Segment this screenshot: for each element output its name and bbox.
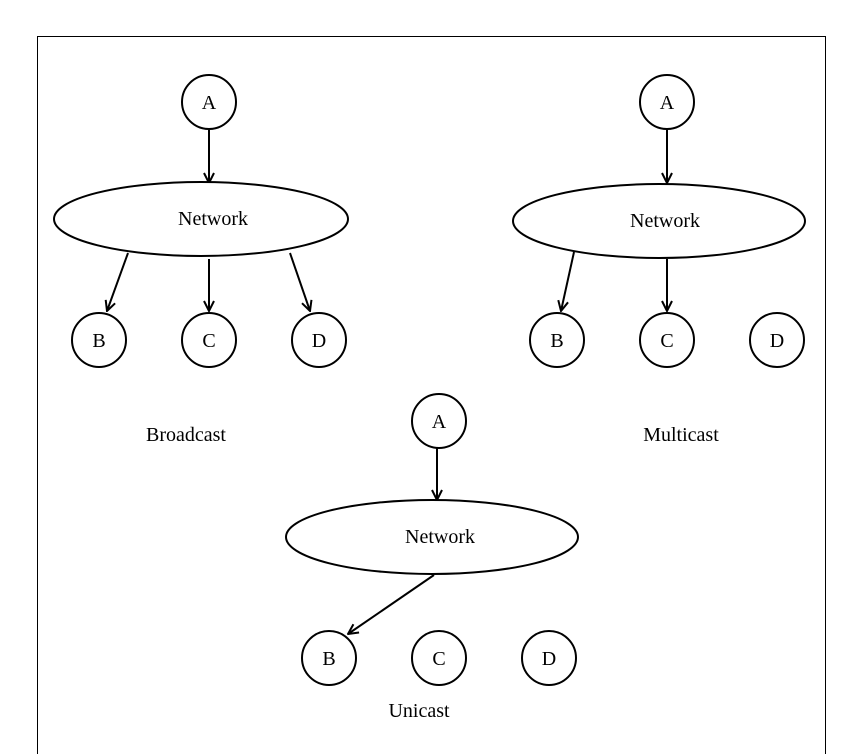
receiver-node-d: D	[291, 312, 347, 368]
receiver-node-label: D	[312, 330, 326, 352]
receiver-node-b: B	[71, 312, 127, 368]
receiver-node-label: C	[660, 330, 673, 352]
unicast-panel: A Network B C D Unicast	[285, 393, 579, 722]
source-node: A	[411, 393, 467, 449]
edge-network-to-d	[289, 252, 310, 311]
multicast-panel: A Network B C D Multicast	[512, 74, 806, 446]
receiver-node-c: C	[411, 630, 467, 686]
diagram-frame	[37, 36, 826, 754]
source-node: A	[181, 74, 237, 130]
edge-network-to-b	[561, 251, 575, 311]
receiver-node-label: D	[770, 330, 784, 352]
receiver-node-b: B	[529, 312, 585, 368]
panel-caption: Broadcast	[146, 424, 226, 446]
source-node: A	[639, 74, 695, 130]
broadcast-panel: A Network B C D Broadcast	[53, 74, 349, 446]
network-node: Network	[512, 183, 806, 259]
receiver-node-b: B	[301, 630, 357, 686]
receiver-node-label: B	[92, 330, 105, 352]
receiver-node-label: C	[432, 648, 445, 670]
receiver-node-d: D	[521, 630, 577, 686]
network-node: Network	[53, 181, 349, 257]
network-node: Network	[285, 499, 579, 575]
network-label: Network	[405, 526, 475, 548]
receiver-node-label: D	[542, 648, 556, 670]
receiver-node-label: B	[322, 648, 335, 670]
network-label: Network	[178, 208, 248, 230]
source-node-label: A	[432, 411, 447, 433]
source-node-label: A	[660, 92, 675, 114]
panel-caption: Unicast	[388, 700, 450, 722]
receiver-node-d: D	[749, 312, 805, 368]
source-node-label: A	[202, 92, 217, 114]
edge-network-to-b	[348, 574, 435, 634]
receiver-node-label: B	[550, 330, 563, 352]
panel-caption: Multicast	[643, 424, 719, 446]
network-label: Network	[630, 210, 700, 232]
edge-network-to-b	[107, 252, 129, 311]
receiver-node-c: C	[181, 312, 237, 368]
receiver-node-label: C	[202, 330, 215, 352]
receiver-node-c: C	[639, 312, 695, 368]
